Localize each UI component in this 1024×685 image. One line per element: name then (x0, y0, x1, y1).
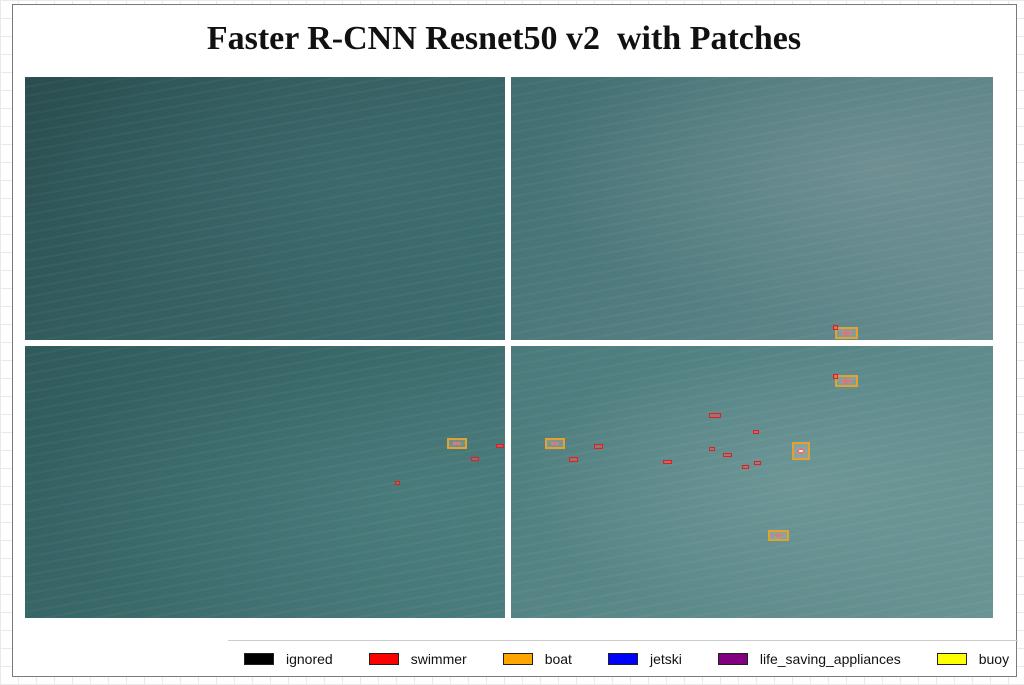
boat-detection-box (545, 438, 565, 449)
figure-title: Faster R-CNN Resnet50 v2 with Patches (206, 20, 802, 57)
swimmer-detection-box (723, 453, 732, 457)
legend-item-jetski: jetski (607, 651, 682, 667)
swimmer-detection-box (569, 457, 578, 462)
swimmer-detection-box (833, 374, 838, 379)
aerial-photo-mosaic (25, 77, 993, 618)
legend-swatch (244, 653, 274, 665)
legend-label: buoy (978, 651, 1010, 667)
legend-item-ignored: ignored (244, 651, 333, 667)
swimmer-detection-box (594, 444, 603, 449)
legend: ignored swimmer boat jetski life_saving_… (228, 640, 1018, 677)
swimmer-detection-box (754, 461, 761, 465)
legend-label: swimmer (410, 651, 467, 667)
patch-top-left (25, 77, 505, 340)
boat-detection-box (768, 530, 789, 541)
legend-swatch (717, 653, 748, 665)
patch-bottom-right (511, 346, 993, 618)
swimmer-detection-box (742, 465, 749, 469)
legend-item-buoy: buoy (936, 651, 1010, 667)
swimmer-detection-box (395, 481, 400, 485)
swimmer-detection-box (496, 444, 504, 448)
boat-detection-box (447, 438, 467, 449)
boat-detection-box (835, 327, 858, 339)
boat-detection-box (835, 375, 858, 387)
boat-detection-box (792, 442, 810, 460)
legend-label: life_saving_appliances (759, 651, 901, 667)
legend-swatch (936, 653, 967, 665)
legend-swatch (368, 653, 399, 665)
legend-swatch (502, 653, 533, 665)
legend-swatch (607, 653, 638, 665)
legend-item-life-saving-appliances: life_saving_appliances (717, 651, 901, 667)
patch-bottom-left (25, 346, 505, 618)
swimmer-detection-box (709, 447, 715, 451)
swimmer-detection-box (663, 460, 672, 464)
swimmer-detection-box (709, 413, 721, 418)
patch-top-right (511, 77, 993, 340)
legend-item-swimmer: swimmer (368, 651, 467, 667)
swimmer-detection-box (833, 325, 838, 330)
swimmer-detection-box (471, 457, 479, 461)
swimmer-detection-box (753, 430, 759, 434)
legend-label: jetski (649, 651, 682, 667)
legend-label: boat (544, 651, 572, 667)
legend-item-boat: boat (502, 651, 572, 667)
legend-label: ignored (286, 651, 333, 667)
